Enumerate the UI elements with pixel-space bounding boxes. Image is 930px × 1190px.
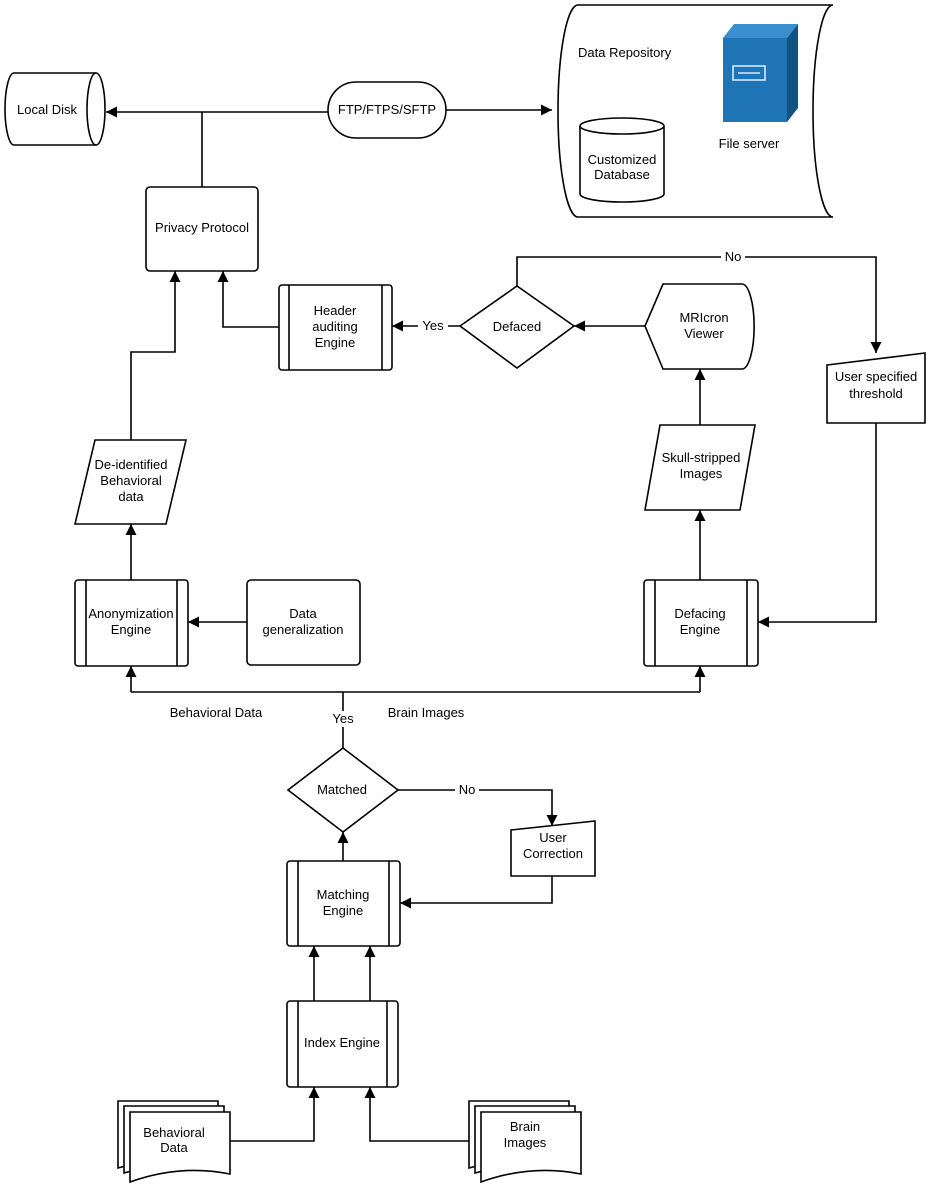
anonymization-line-2: Engine — [111, 622, 151, 637]
defaced-decision-node: Defaced — [458, 285, 576, 369]
matched-label: Matched — [317, 782, 367, 797]
header-auditing-node: Header auditing Engine — [278, 284, 393, 371]
correction-line-2: Correction — [523, 846, 583, 861]
deidentified-data-node: De-identified Behavioral data — [73, 439, 188, 525]
privacy-protocol-label: Privacy Protocol — [155, 220, 249, 235]
user-threshold-node: User specified threshold — [826, 352, 926, 424]
deidentified-line-3: data — [118, 489, 144, 504]
ftp-label: FTP/FTPS/SFTP — [338, 102, 436, 117]
edge-behavioral-to-index — [230, 1087, 320, 1142]
database-line-2: Database — [594, 167, 650, 182]
privacy-protocol-node: Privacy Protocol — [145, 186, 259, 272]
local-disk-label: Local Disk — [17, 102, 77, 117]
matching-line-2: Engine — [323, 903, 363, 918]
edge-brain-to-index — [364, 1087, 469, 1142]
mricron-viewer-node: MRIcron Viewer — [644, 283, 755, 370]
edge-defaced-no — [516, 256, 882, 353]
behavioral-docs-line-2: Data — [160, 1140, 188, 1155]
index-engine-node: Index Engine — [286, 1000, 399, 1088]
edge-matched-no — [398, 789, 558, 826]
defacing-line-2: Engine — [680, 622, 720, 637]
edge-threshold-to-defacing — [758, 423, 877, 628]
brain-docs-line-1: Brain — [510, 1119, 540, 1134]
local-disk-node: Local Disk — [4, 72, 106, 146]
edge-header-to-privacy — [217, 271, 279, 328]
file-server-icon — [723, 24, 798, 122]
user-correction-node: User Correction — [510, 820, 596, 877]
header-auditing-line-3: Engine — [315, 335, 355, 350]
yes-matched-label: Yes — [332, 711, 354, 726]
behavioral-docs-line-1: Behavioral — [143, 1125, 205, 1140]
yes-header-label: Yes — [422, 318, 444, 333]
defacing-line-1: Defacing — [674, 606, 725, 621]
generalization-line-1: Data — [289, 606, 317, 621]
brain-docs-line-2: Images — [504, 1135, 547, 1150]
repository-title: Data Repository — [578, 45, 672, 60]
customized-database: Customized Database — [579, 117, 665, 203]
brain-images-branch-label: Brain Images — [388, 705, 465, 720]
edge-correction-to-matching — [400, 876, 553, 909]
matched-decision-node: Matched — [286, 746, 400, 834]
mricron-line-2: Viewer — [684, 326, 724, 341]
matching-engine-node: Matching Engine — [286, 860, 401, 947]
defacing-engine-node: Defacing Engine — [643, 579, 759, 667]
anonymization-line-1: Anonymization — [88, 606, 173, 621]
header-auditing-line-2: auditing — [312, 319, 358, 334]
generalization-line-2: generalization — [263, 622, 344, 637]
behavioral-data-documents: Behavioral Data — [117, 1100, 231, 1184]
index-label: Index Engine — [304, 1035, 380, 1050]
anonymization-engine-node: Anonymization Engine — [74, 579, 189, 667]
defaced-label: Defaced — [493, 319, 541, 334]
file-server-label: File server — [719, 136, 780, 151]
threshold-line-1: User specified — [835, 369, 917, 384]
no-matched-label: No — [459, 782, 476, 797]
deidentified-line-1: De-identified — [95, 457, 168, 472]
header-auditing-line-1: Header — [314, 303, 357, 318]
correction-line-1: User — [539, 830, 567, 845]
deidentified-line-2: Behavioral — [100, 473, 162, 488]
threshold-line-2: threshold — [849, 386, 902, 401]
skull-line-2: Images — [680, 466, 723, 481]
edge-deidentified-to-privacy — [130, 271, 181, 440]
mricron-line-1: MRIcron — [679, 310, 728, 325]
ftp-node: FTP/FTPS/SFTP — [327, 81, 447, 139]
database-line-1: Customized — [588, 152, 657, 167]
skull-line-1: Skull-stripped — [662, 450, 741, 465]
skull-stripped-node: Skull-stripped Images — [644, 424, 756, 511]
matching-line-1: Matching — [317, 887, 370, 902]
brain-images-documents: Brain Images — [468, 1100, 582, 1184]
behavioral-data-branch-label: Behavioral Data — [170, 705, 263, 720]
data-repository-node: Data Repository Customized Database File… — [557, 4, 834, 218]
no-threshold-label: No — [725, 249, 742, 264]
edge-labels: Yes No Behavioral Data Brain Images Yes … — [170, 249, 745, 798]
data-generalization-node: Data generalization — [246, 579, 361, 666]
